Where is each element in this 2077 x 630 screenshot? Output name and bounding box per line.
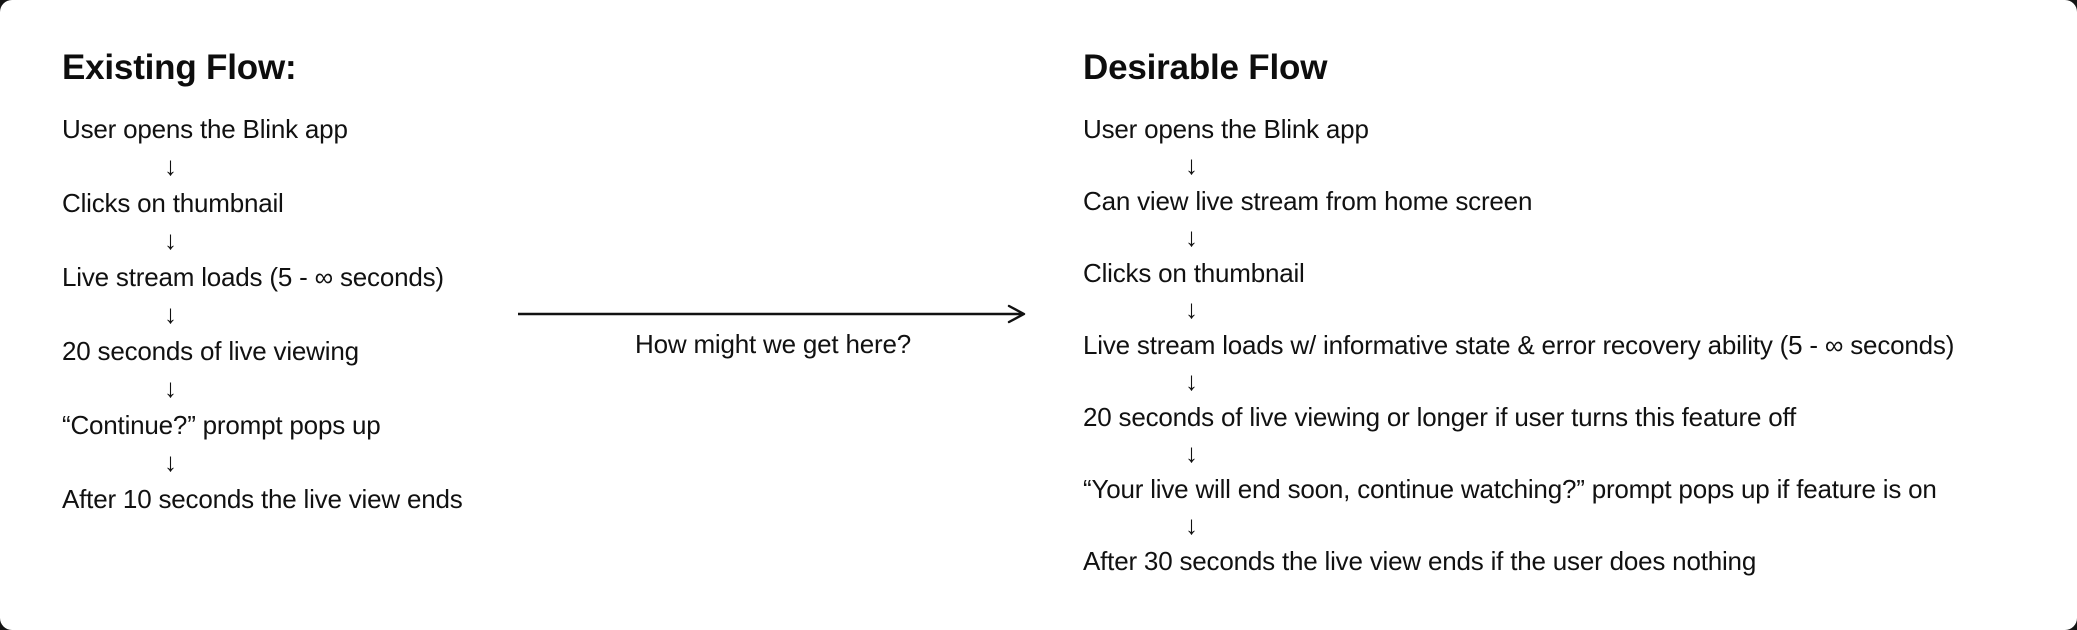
down-arrow-icon: ↓ [1185, 510, 1198, 540]
flow-step: User opens the Blink app [62, 114, 348, 144]
down-arrow-icon: ↓ [164, 447, 177, 477]
desirable-flow-title: Desirable Flow [1083, 48, 1328, 87]
flow-step: Clicks on thumbnail [1083, 258, 1305, 288]
down-arrow-icon: ↓ [164, 151, 177, 181]
connector-label: How might we get here? [635, 329, 911, 359]
down-arrow-icon: ↓ [1185, 366, 1198, 396]
down-arrow-icon: ↓ [1185, 438, 1198, 468]
flow-step: 20 seconds of live viewing or longer if … [1083, 402, 1797, 432]
existing-flow-section: Existing Flow: User opens the Blink app … [62, 48, 463, 518]
desirable-flow-steps: User opens the Blink app ↓ Can view live… [1083, 111, 1954, 579]
down-arrow-icon: ↓ [164, 299, 177, 329]
down-arrow-icon: ↓ [164, 225, 177, 255]
flow-step: “Your live will end soon, continue watch… [1083, 474, 1937, 504]
down-arrow-icon: ↓ [164, 373, 177, 403]
flow-step: After 10 seconds the live view ends [62, 484, 463, 514]
flow-step: Clicks on thumbnail [62, 188, 284, 218]
flow-step: After 30 seconds the live view ends if t… [1083, 546, 1757, 576]
existing-flow-title: Existing Flow: [62, 48, 297, 87]
down-arrow-icon: ↓ [1185, 294, 1198, 324]
flow-step: Live stream loads (5 - ∞ seconds) [62, 262, 444, 292]
flow-step: Live stream loads w/ informative state &… [1083, 330, 1955, 360]
flow-step: “Continue?” prompt pops up [62, 410, 381, 440]
right-arrow-icon [518, 304, 1026, 324]
flow-step: User opens the Blink app [1083, 114, 1369, 144]
desirable-flow-section: Desirable Flow User opens the Blink app … [1083, 48, 1954, 579]
existing-flow-steps: User opens the Blink app ↓ Clicks on thu… [62, 111, 463, 518]
flow-step: Can view live stream from home screen [1083, 186, 1533, 216]
down-arrow-icon: ↓ [1185, 222, 1198, 252]
transition-connector: How might we get here? [518, 303, 1028, 361]
flow-step: 20 seconds of live viewing [62, 336, 359, 366]
down-arrow-icon: ↓ [1185, 150, 1198, 180]
